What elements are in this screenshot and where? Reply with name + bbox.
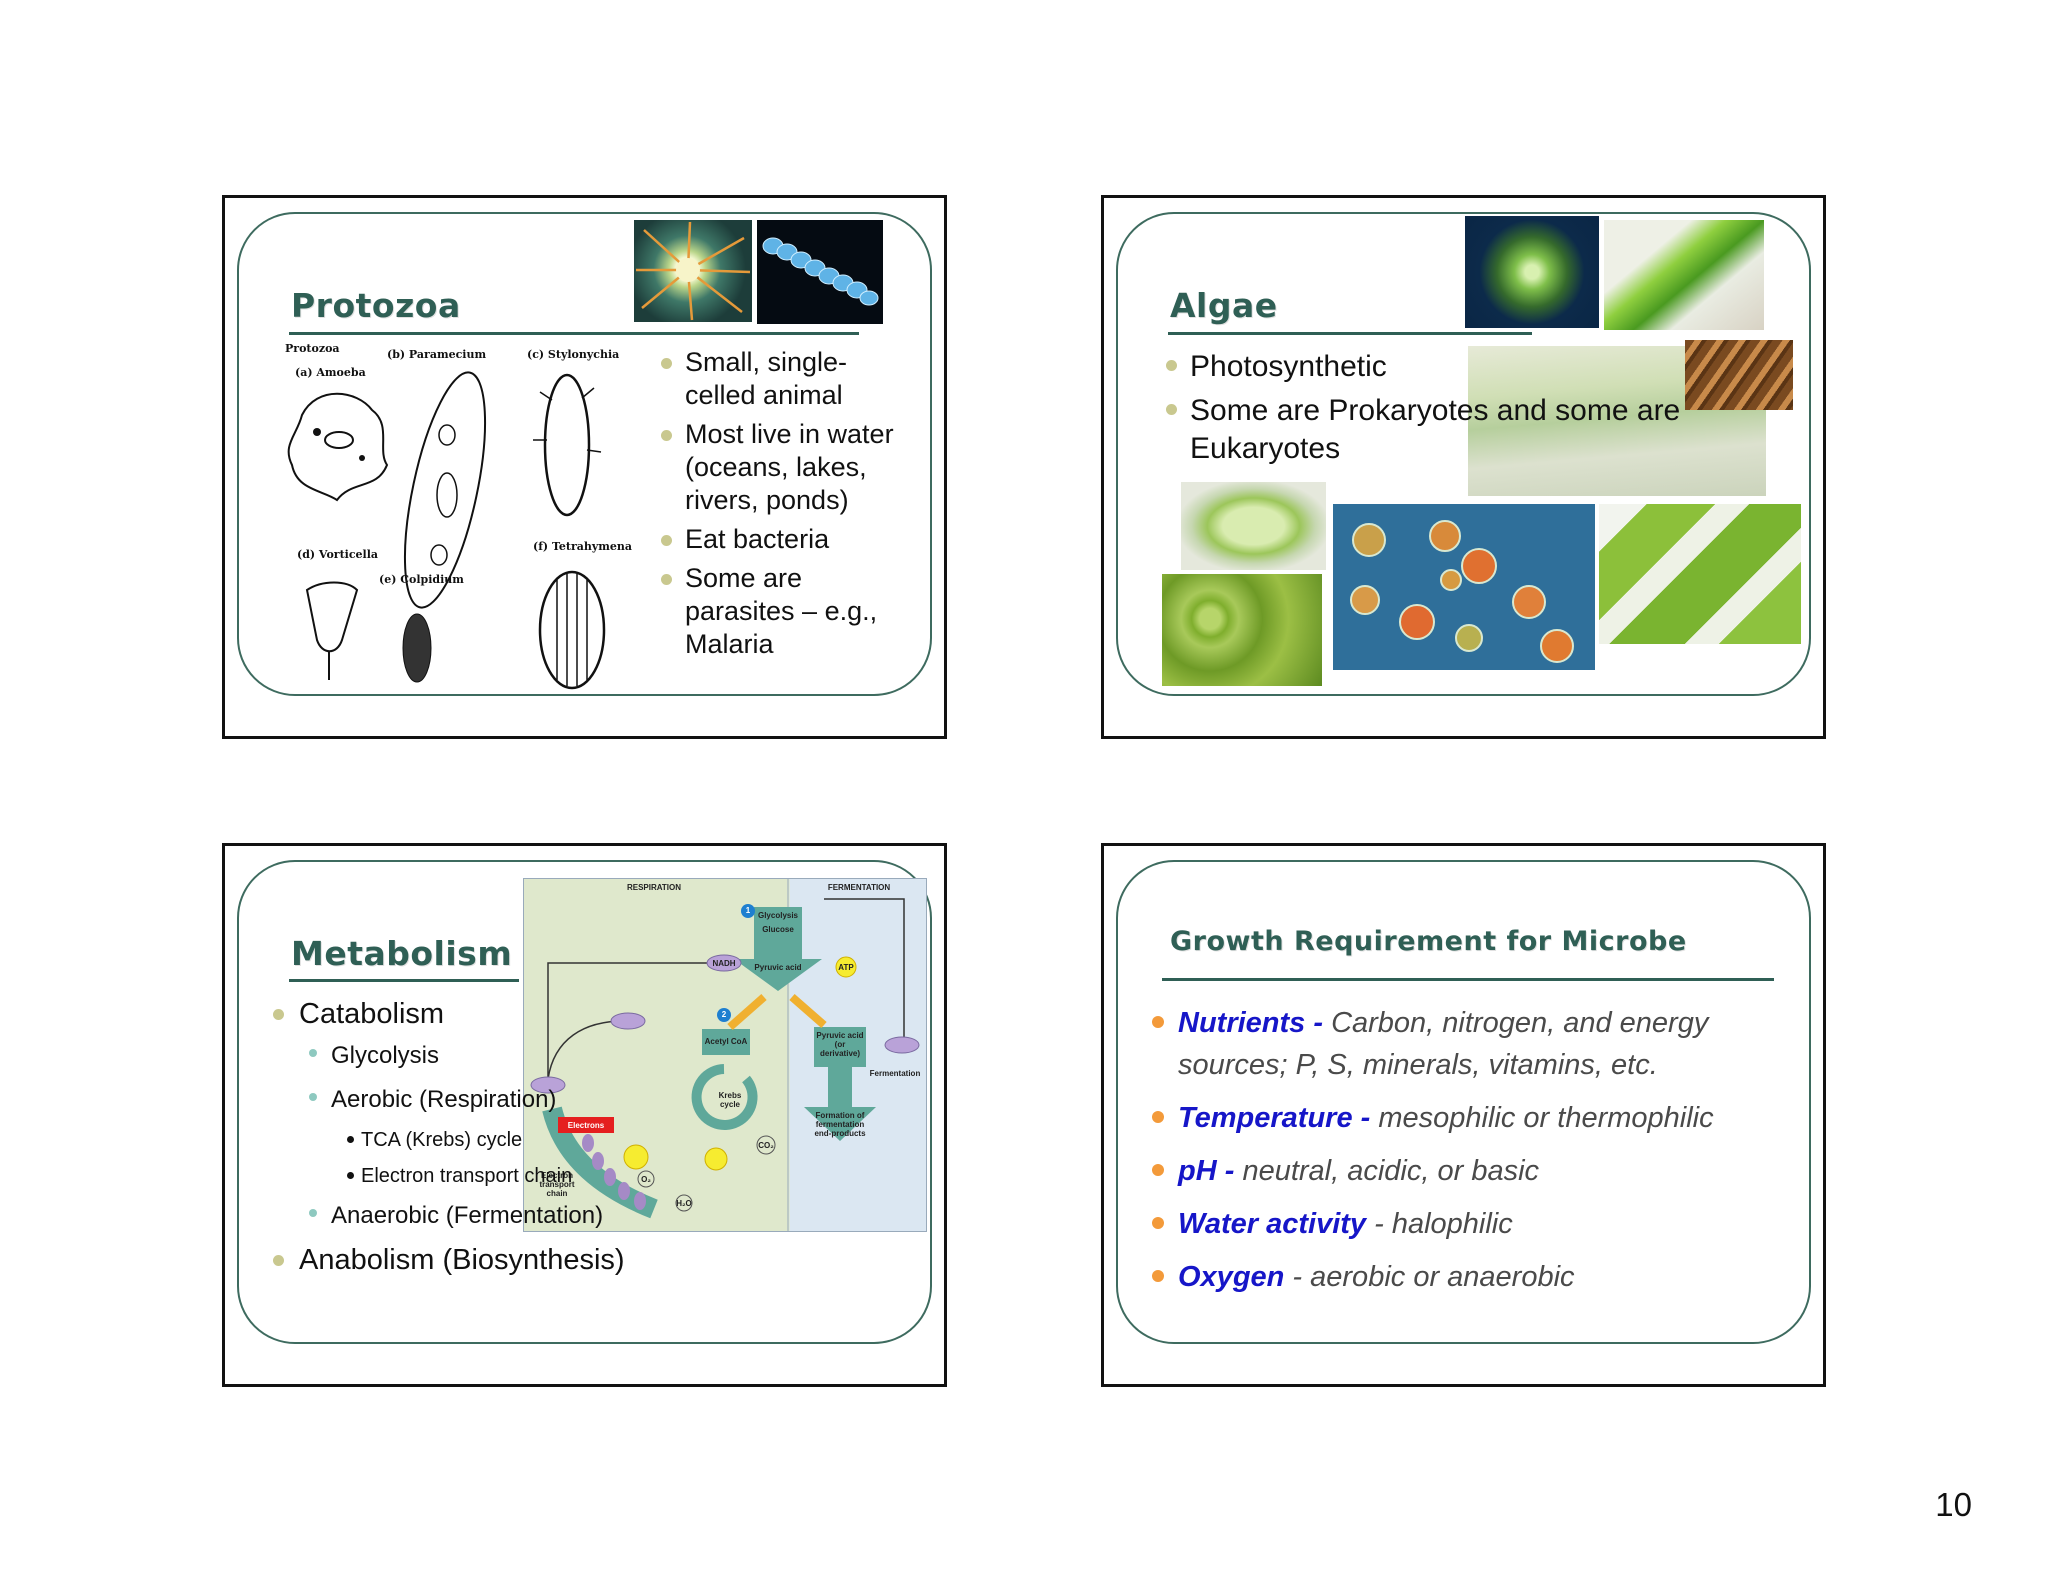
slide-border [1116,212,1811,696]
co2-label: CO₂ [758,1141,774,1150]
bullet-dot [661,358,672,369]
bullet-dot [309,1049,317,1057]
protozoa-figure: Protozoa (a) Amoeba (b) Paramecium (c) S… [277,340,637,690]
bullet-item: Some are Prokaryotes and some are Eukary… [1162,392,1722,468]
growth-item: Nutrients - Carbon, nitrogen, and energy… [1148,1002,1768,1086]
slide-title: Algae [1170,286,1278,325]
fermentation-step-label: Fermentation [869,1069,921,1078]
bullet-item: Photosynthetic [1162,348,1722,386]
atp-label: ATP [838,963,854,972]
bullet-dot [1152,1016,1164,1028]
title-rule [289,332,859,335]
bullet-dot [309,1093,317,1101]
nadh-label: NADH [712,959,736,968]
green-algae-cell-photo [1604,220,1764,330]
radiolarian-spines [636,221,751,321]
bullet-dot [661,574,672,585]
page-number: 10 [1935,1486,1972,1523]
growth-item: Temperature - mesophilic or thermophilic [1148,1097,1768,1139]
bullet-dot [1152,1111,1164,1123]
slide-algae: Algae Photosynthetic Some are Prokaryote… [1101,195,1826,739]
o2-label: O₂ [641,1175,651,1184]
bullet-item: Eat bacteria [657,523,897,556]
growth-item: Water activity - halophilic [1148,1203,1768,1245]
bullet-item: Small, single-celled animal [657,346,897,412]
outline-item: Catabolism [269,994,749,1034]
spirogyra-photo [1599,504,1801,644]
slide-title: Metabolism [291,934,513,973]
growth-item: pH - neutral, acidic, or basic [1148,1150,1768,1192]
krebs-label: Krebs cycle [718,1091,742,1109]
electrons-label: Electrons [567,1121,605,1130]
fermentation-products-label: Formation of fermentation end-products [814,1111,866,1138]
radiolarian-photo [634,220,752,322]
step-1-label: 1 [745,906,751,915]
outline-item: Anabolism (Biosynthesis) [269,1238,749,1282]
caption-amoeba: (a) Amoeba [295,366,366,379]
metabolism-outline: Catabolism Glycolysis Aerobic (Respirati… [269,994,749,1282]
bullet-dot [309,1209,317,1217]
bullet-item: Most live in water (oceans, lakes, river… [657,418,897,517]
title-rule [289,979,519,982]
bullet-dot [273,1255,284,1266]
pyruvic-acid-label: Pyruvic acid [754,963,802,972]
pyruvic-derivative-label: Pyruvic acid (or derivative) [816,1031,864,1058]
slide-border [237,860,932,1344]
volvox-photo [1333,504,1595,670]
bullet-dot [1152,1217,1164,1229]
bullet-dot [1152,1270,1164,1282]
slide-protozoa: Protozoa Protozoa (a) Amoeba (b) [222,195,947,739]
volvox-colonies [1350,520,1574,663]
outline-item: Anaerobic (Fermentation) [269,1194,749,1238]
glucose-label: Glucose [762,925,794,934]
slide-metabolism: Metabolism RESPIRATION FERMENTATION [222,843,947,1387]
protozoa-bullets: Small, single-celled animal Most live in… [657,346,897,661]
slide-growth: Growth Requirement for Microbe Nutrients… [1101,843,1826,1387]
bullet-dot [347,1172,354,1179]
protozoa-drawings [287,371,606,690]
slide-border [1116,860,1811,1344]
outline-item: Electron transport chain [269,1158,749,1194]
desmid-photo [1181,482,1326,570]
step-2-label: 2 [721,1010,727,1019]
slide-title: Growth Requirement for Microbe [1170,926,1687,957]
green-cells-photo [1162,574,1322,686]
bullet-dot [273,1009,284,1020]
caption-vorticella: (d) Vorticella [297,548,379,561]
respiration-label: RESPIRATION [626,883,682,892]
blue-microbe-photo [757,220,883,324]
figure-heading: Protozoa [285,342,340,355]
slide-border [237,212,932,696]
metabolism-diagram: RESPIRATION FERMENTATION [523,878,927,1232]
caption-tetrahymena: (f) Tetrahymena [533,540,633,553]
outline-item: TCA (Krebs) cycle [269,1122,749,1158]
diatom-star-photo [1465,216,1599,328]
blue-microbe-shape [762,237,879,306]
metabolism-pathways [530,879,920,1231]
bullet-dot [1166,360,1177,371]
title-rule [1168,332,1532,335]
growth-bullets: Nutrients - Carbon, nitrogen, and energy… [1148,1002,1768,1309]
bullet-dot [1152,1164,1164,1176]
etc-label: Electron transport chain [539,1171,575,1198]
bullet-item: Some are parasites – e.g., Malaria [657,562,897,661]
title-rule [1162,978,1774,981]
acetyl-coa-label: Acetyl CoA [704,1037,748,1046]
slide-title: Protozoa [291,286,461,325]
brown-diatom-photo [1685,340,1793,410]
glycolysis-label: Glycolysis [757,911,799,920]
h2o-label: H₂O [676,1199,692,1208]
outline-item: Glycolysis [269,1034,749,1078]
bullet-dot [347,1136,354,1143]
growth-item: Oxygen - aerobic or anaerobic [1148,1256,1768,1298]
fermentation-label: FERMENTATION [827,883,891,892]
caption-paramecium: (b) Paramecium [387,348,487,361]
caption-stylonychia: (c) Stylonychia [527,348,620,361]
caption-colpidium: (e) Colpidium [379,573,464,586]
bullet-dot [661,430,672,441]
bullet-dot [1166,404,1177,415]
bullet-dot [661,535,672,546]
algae-bullets: Photosynthetic Some are Prokaryotes and … [1162,348,1722,468]
outline-item: Aerobic (Respiration) [269,1078,749,1122]
